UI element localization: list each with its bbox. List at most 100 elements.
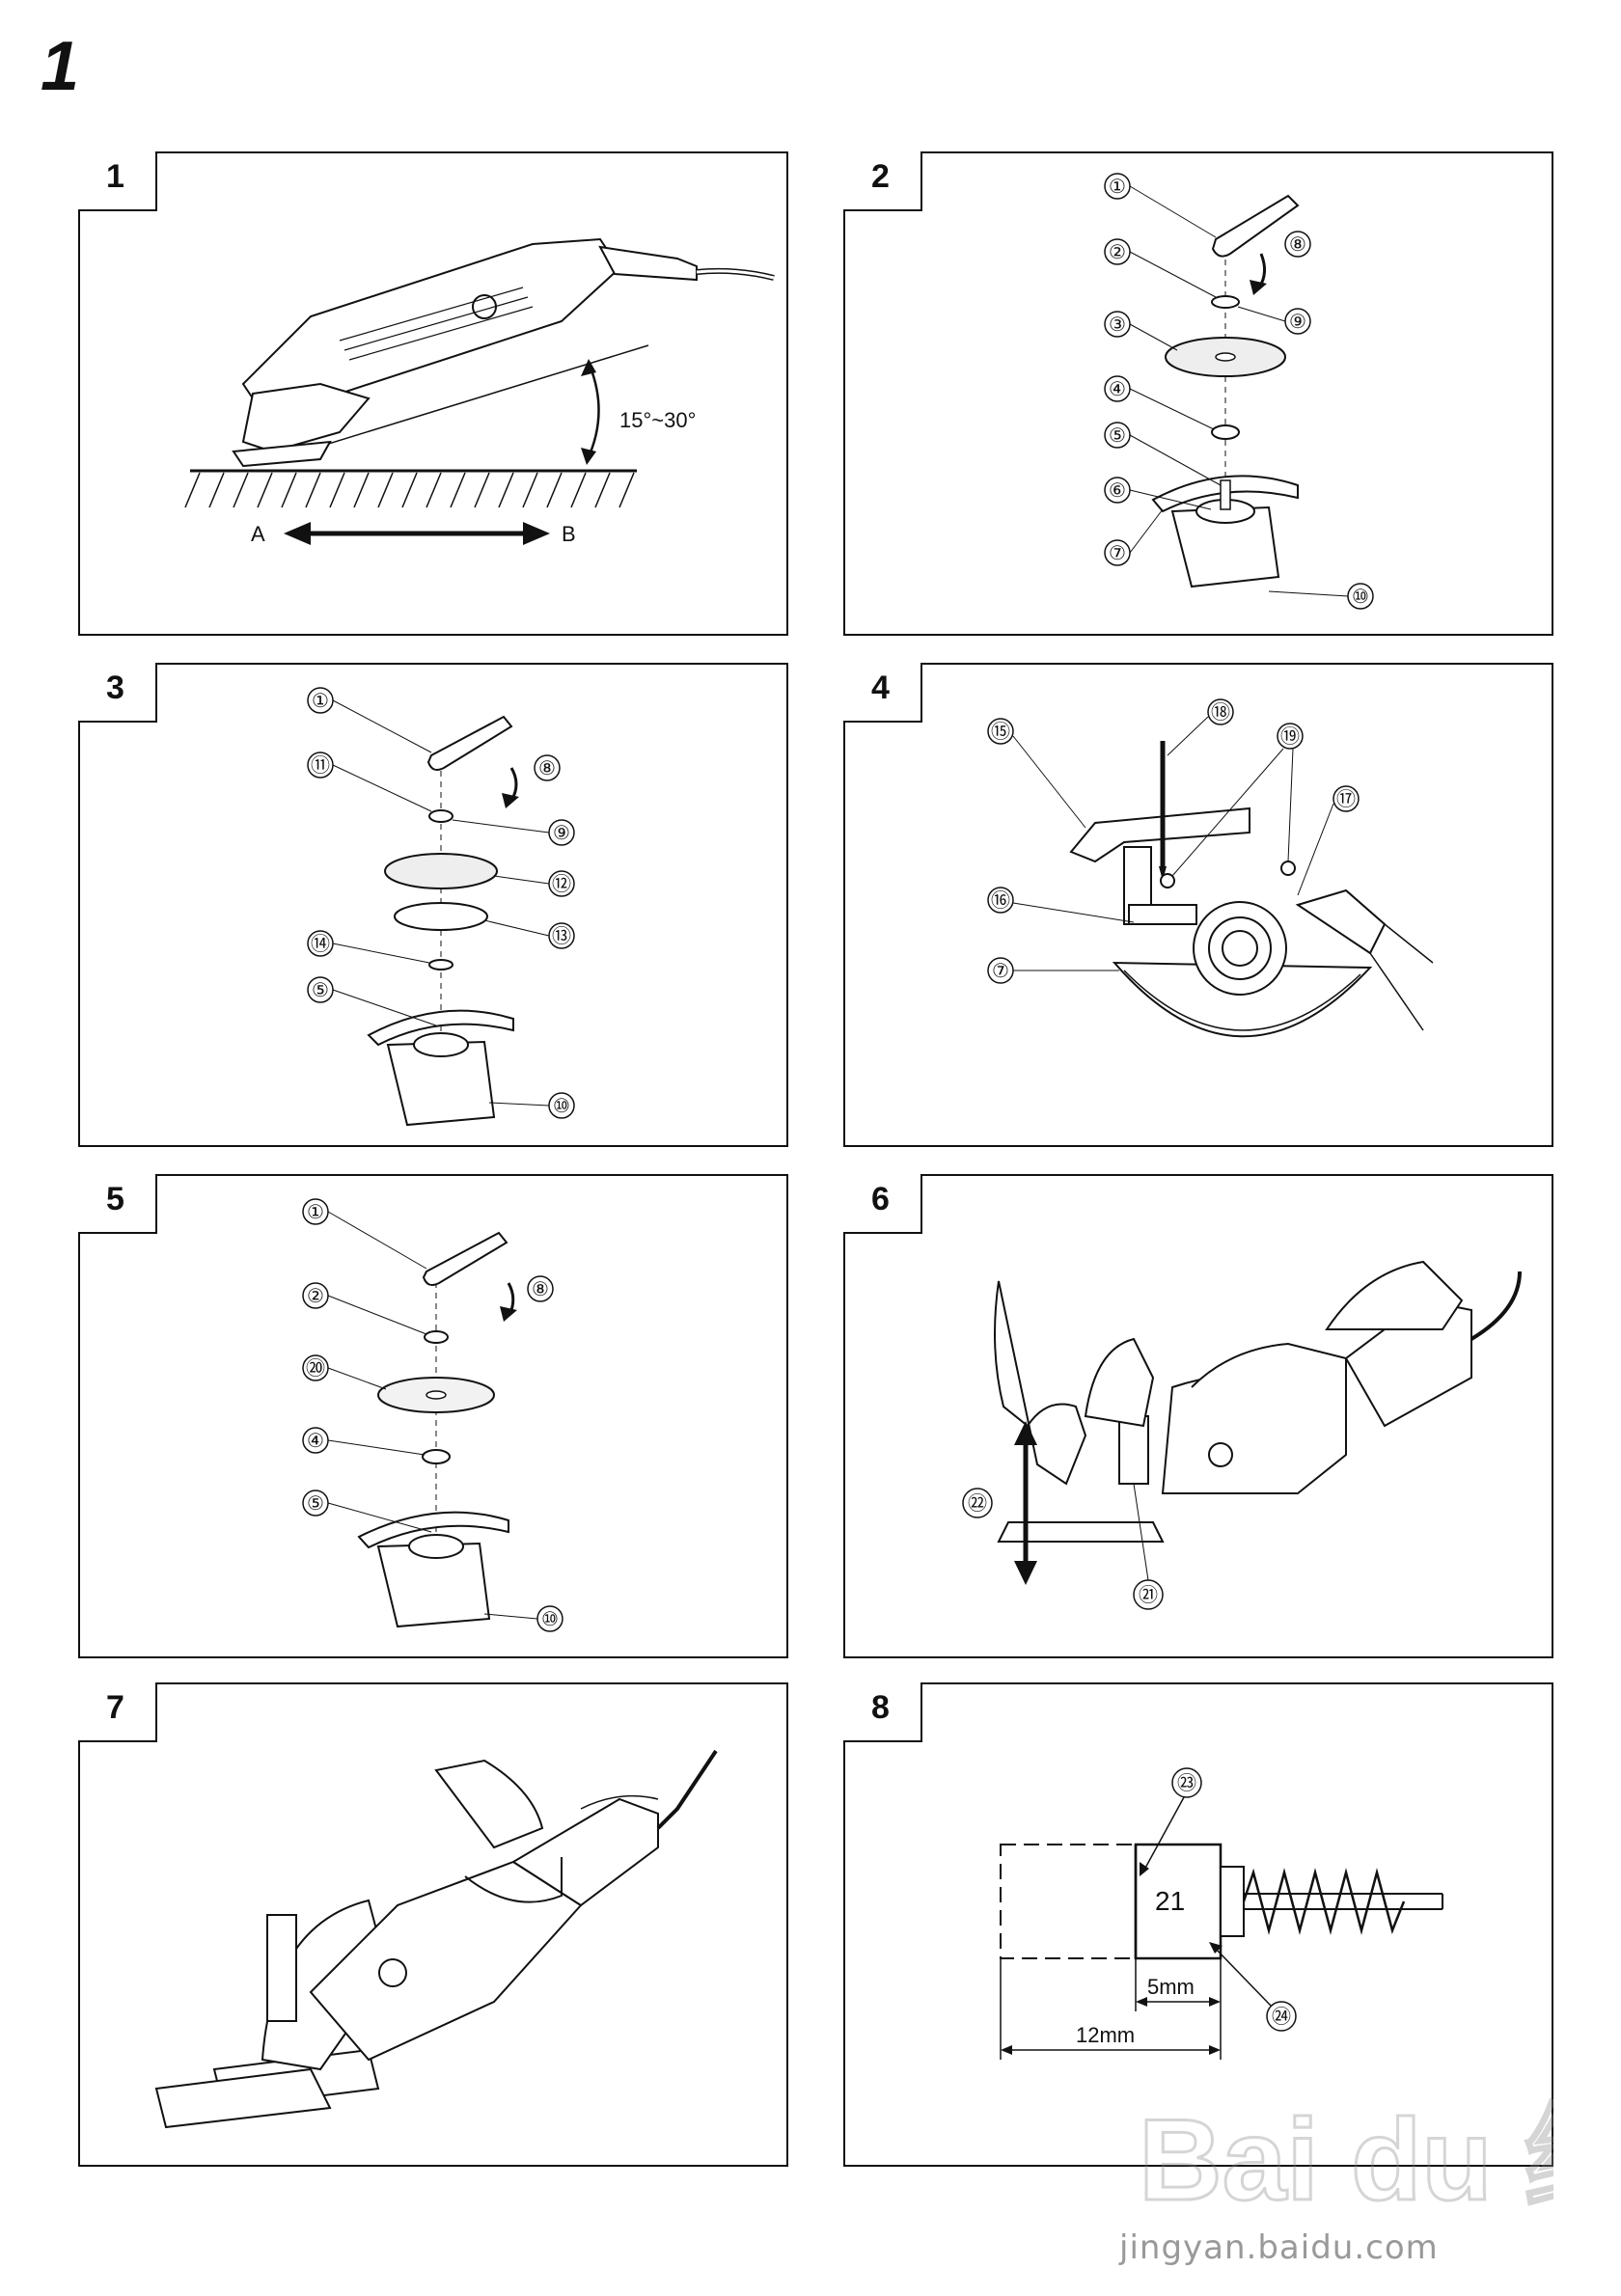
callout-5: ⑤: [307, 976, 437, 1026]
panel-number: 8: [871, 1689, 890, 1726]
callout-18: ⑱: [1167, 698, 1234, 756]
callout-8: ⑧: [1284, 231, 1311, 258]
svg-text:①: ①: [312, 691, 329, 712]
depressed-wheel-assembly-illustration: ① ⑪ ⑧ ⑨ ⑫ ⑬ ⑭ ⑤ ⑩: [307, 687, 575, 1127]
cutting-operation-illustration: [154, 1749, 718, 2129]
callout-15: ⑮: [987, 718, 1086, 829]
wheel-assembly-illustration: ① ② ③ ④ ⑤ ⑥ ⑦ ⑧ ⑨ ⑩: [1104, 173, 1374, 610]
callout-13: ⑬: [483, 919, 575, 949]
direction-a-label: A: [251, 522, 265, 546]
callout-4: ④: [302, 1427, 426, 1456]
svg-text:②: ②: [307, 1286, 324, 1307]
svg-text:⑳: ⑳: [306, 1357, 325, 1380]
panel-number: 4: [871, 670, 890, 706]
panel-frame: [78, 1174, 788, 1658]
panel-frame: [843, 1682, 1553, 2167]
svg-text:⑧: ⑧: [538, 758, 556, 779]
watermark-url: jingyan.baidu.com: [1119, 2228, 1439, 2267]
figure-panel-4: 4 ⑮ ⑱ ⑲ ⑰ ⑯ ⑦: [843, 663, 1553, 1147]
svg-text:⑩: ⑩: [553, 1096, 570, 1117]
panel-frame: [843, 1174, 1553, 1658]
callout-8: ⑧: [527, 1275, 554, 1302]
callout-7: ⑦: [987, 957, 1119, 984]
page-number: 1: [41, 28, 80, 105]
callout-23: ㉓: [1140, 1767, 1202, 1876]
callout-7: ⑦: [1104, 508, 1164, 566]
callout-21: ㉑: [1133, 1483, 1164, 1610]
svg-text:⑲: ⑲: [1280, 725, 1300, 748]
svg-text:④: ④: [1109, 379, 1126, 400]
callout-1: ①: [307, 687, 432, 753]
callout-3: ③: [1104, 311, 1178, 351]
callout-14: ⑭: [307, 930, 430, 964]
panel-number: 5: [106, 1181, 124, 1217]
figure-panel-2: 2 ① ② ③ ④ ⑤ ⑥ ⑦ ⑧ ⑨ ⑩: [843, 151, 1553, 636]
callout-6: ⑥: [1104, 477, 1212, 510]
callout-4: ④: [1104, 375, 1215, 430]
svg-text:⑰: ⑰: [1336, 788, 1356, 810]
svg-text:⑩: ⑩: [541, 1609, 559, 1630]
svg-text:⑭: ⑭: [311, 933, 330, 955]
callout-20: ⑳: [302, 1354, 387, 1390]
svg-text:⑦: ⑦: [1109, 543, 1126, 564]
svg-text:⑧: ⑧: [1289, 234, 1306, 256]
callout-2: ②: [302, 1282, 427, 1335]
callout-1: ①: [302, 1198, 427, 1270]
callout-10: ⑩: [488, 1092, 575, 1119]
figure-panel-1: 1 15°~30°: [78, 151, 788, 636]
svg-text:⑱: ⑱: [1211, 701, 1230, 724]
depth-adjustment-illustration: ㉒ ㉑: [962, 1260, 1522, 1610]
svg-text:③: ③: [1109, 314, 1126, 336]
callout-11: ⑪: [307, 752, 432, 812]
panel-number: 2: [871, 158, 890, 195]
svg-text:⑮: ⑮: [991, 721, 1010, 743]
callout-19: ⑲: [1171, 723, 1304, 877]
panel-frame: [78, 1682, 788, 2167]
panel-frame: [843, 151, 1553, 636]
angle-grinder-illustration: 15°~30° A B: [184, 237, 775, 546]
svg-text:㉒: ㉒: [968, 1492, 987, 1515]
svg-text:㉑: ㉑: [1139, 1584, 1158, 1606]
callout-17: ⑰: [1297, 785, 1360, 896]
callout-10: ⑩: [483, 1605, 563, 1632]
callout-24: ㉔: [1209, 1942, 1297, 2032]
callout-1: ①: [1104, 173, 1217, 238]
callout-12: ⑫: [493, 870, 575, 897]
svg-text:Bai du 经验: Bai du 经验: [1139, 2095, 1553, 2225]
svg-text:①: ①: [1109, 177, 1126, 198]
brush-wear-limit-diagram: 21 5mm 12mm ㉓ ㉔: [1000, 1767, 1443, 2060]
svg-text:⑤: ⑤: [307, 1493, 324, 1515]
svg-text:㉔: ㉔: [1272, 2006, 1291, 2028]
panel-number: 3: [106, 670, 124, 706]
svg-text:⑧: ⑧: [532, 1279, 549, 1300]
brush-part-label: 21: [1155, 1886, 1185, 1916]
svg-text:④: ④: [307, 1431, 324, 1452]
figure-panel-5: 5 ① ② ⑧ ⑳ ④ ⑤ ⑩: [78, 1174, 788, 1658]
callout-10: ⑩: [1268, 583, 1374, 610]
svg-text:⑥: ⑥: [1109, 480, 1126, 502]
panel-frame: [78, 151, 788, 636]
svg-text:㉓: ㉓: [1177, 1772, 1196, 1794]
svg-text:①: ①: [307, 1202, 324, 1223]
cutting-guide-mount-illustration: ⑮ ⑱ ⑲ ⑰ ⑯ ⑦: [987, 698, 1434, 1038]
svg-text:⑤: ⑤: [312, 980, 329, 1001]
baidu-watermark-logo: Bai du 经验: [1139, 2094, 1553, 2227]
callout-22: ㉒: [962, 1488, 993, 1518]
panel-frame: [78, 663, 788, 1147]
callout-16: ⑯: [987, 887, 1135, 923]
direction-b-label: B: [562, 522, 576, 546]
svg-text:⑤: ⑤: [1109, 425, 1126, 447]
figure-panel-7: 7: [78, 1682, 788, 2167]
diamond-wheel-assembly-illustration: ① ② ⑧ ⑳ ④ ⑤ ⑩: [302, 1198, 563, 1632]
svg-text:⑨: ⑨: [1289, 312, 1306, 333]
figure-panel-8: 8 21 5mm 12mm ㉓ ㉔: [843, 1682, 1553, 2167]
callout-5: ⑤: [302, 1490, 432, 1533]
svg-text:⑯: ⑯: [991, 889, 1010, 912]
callout-9: ⑨: [1237, 306, 1311, 335]
figure-panel-6: 6 ㉒ ㉑: [843, 1174, 1553, 1658]
callout-5: ⑤: [1104, 422, 1222, 486]
figure-panel-3: 3 ① ⑪ ⑧ ⑨ ⑫ ⑬ ⑭ ⑤ ⑩: [78, 663, 788, 1147]
callout-9: ⑨: [452, 819, 575, 846]
svg-text:⑦: ⑦: [992, 961, 1009, 982]
svg-text:⑪: ⑪: [311, 754, 330, 777]
